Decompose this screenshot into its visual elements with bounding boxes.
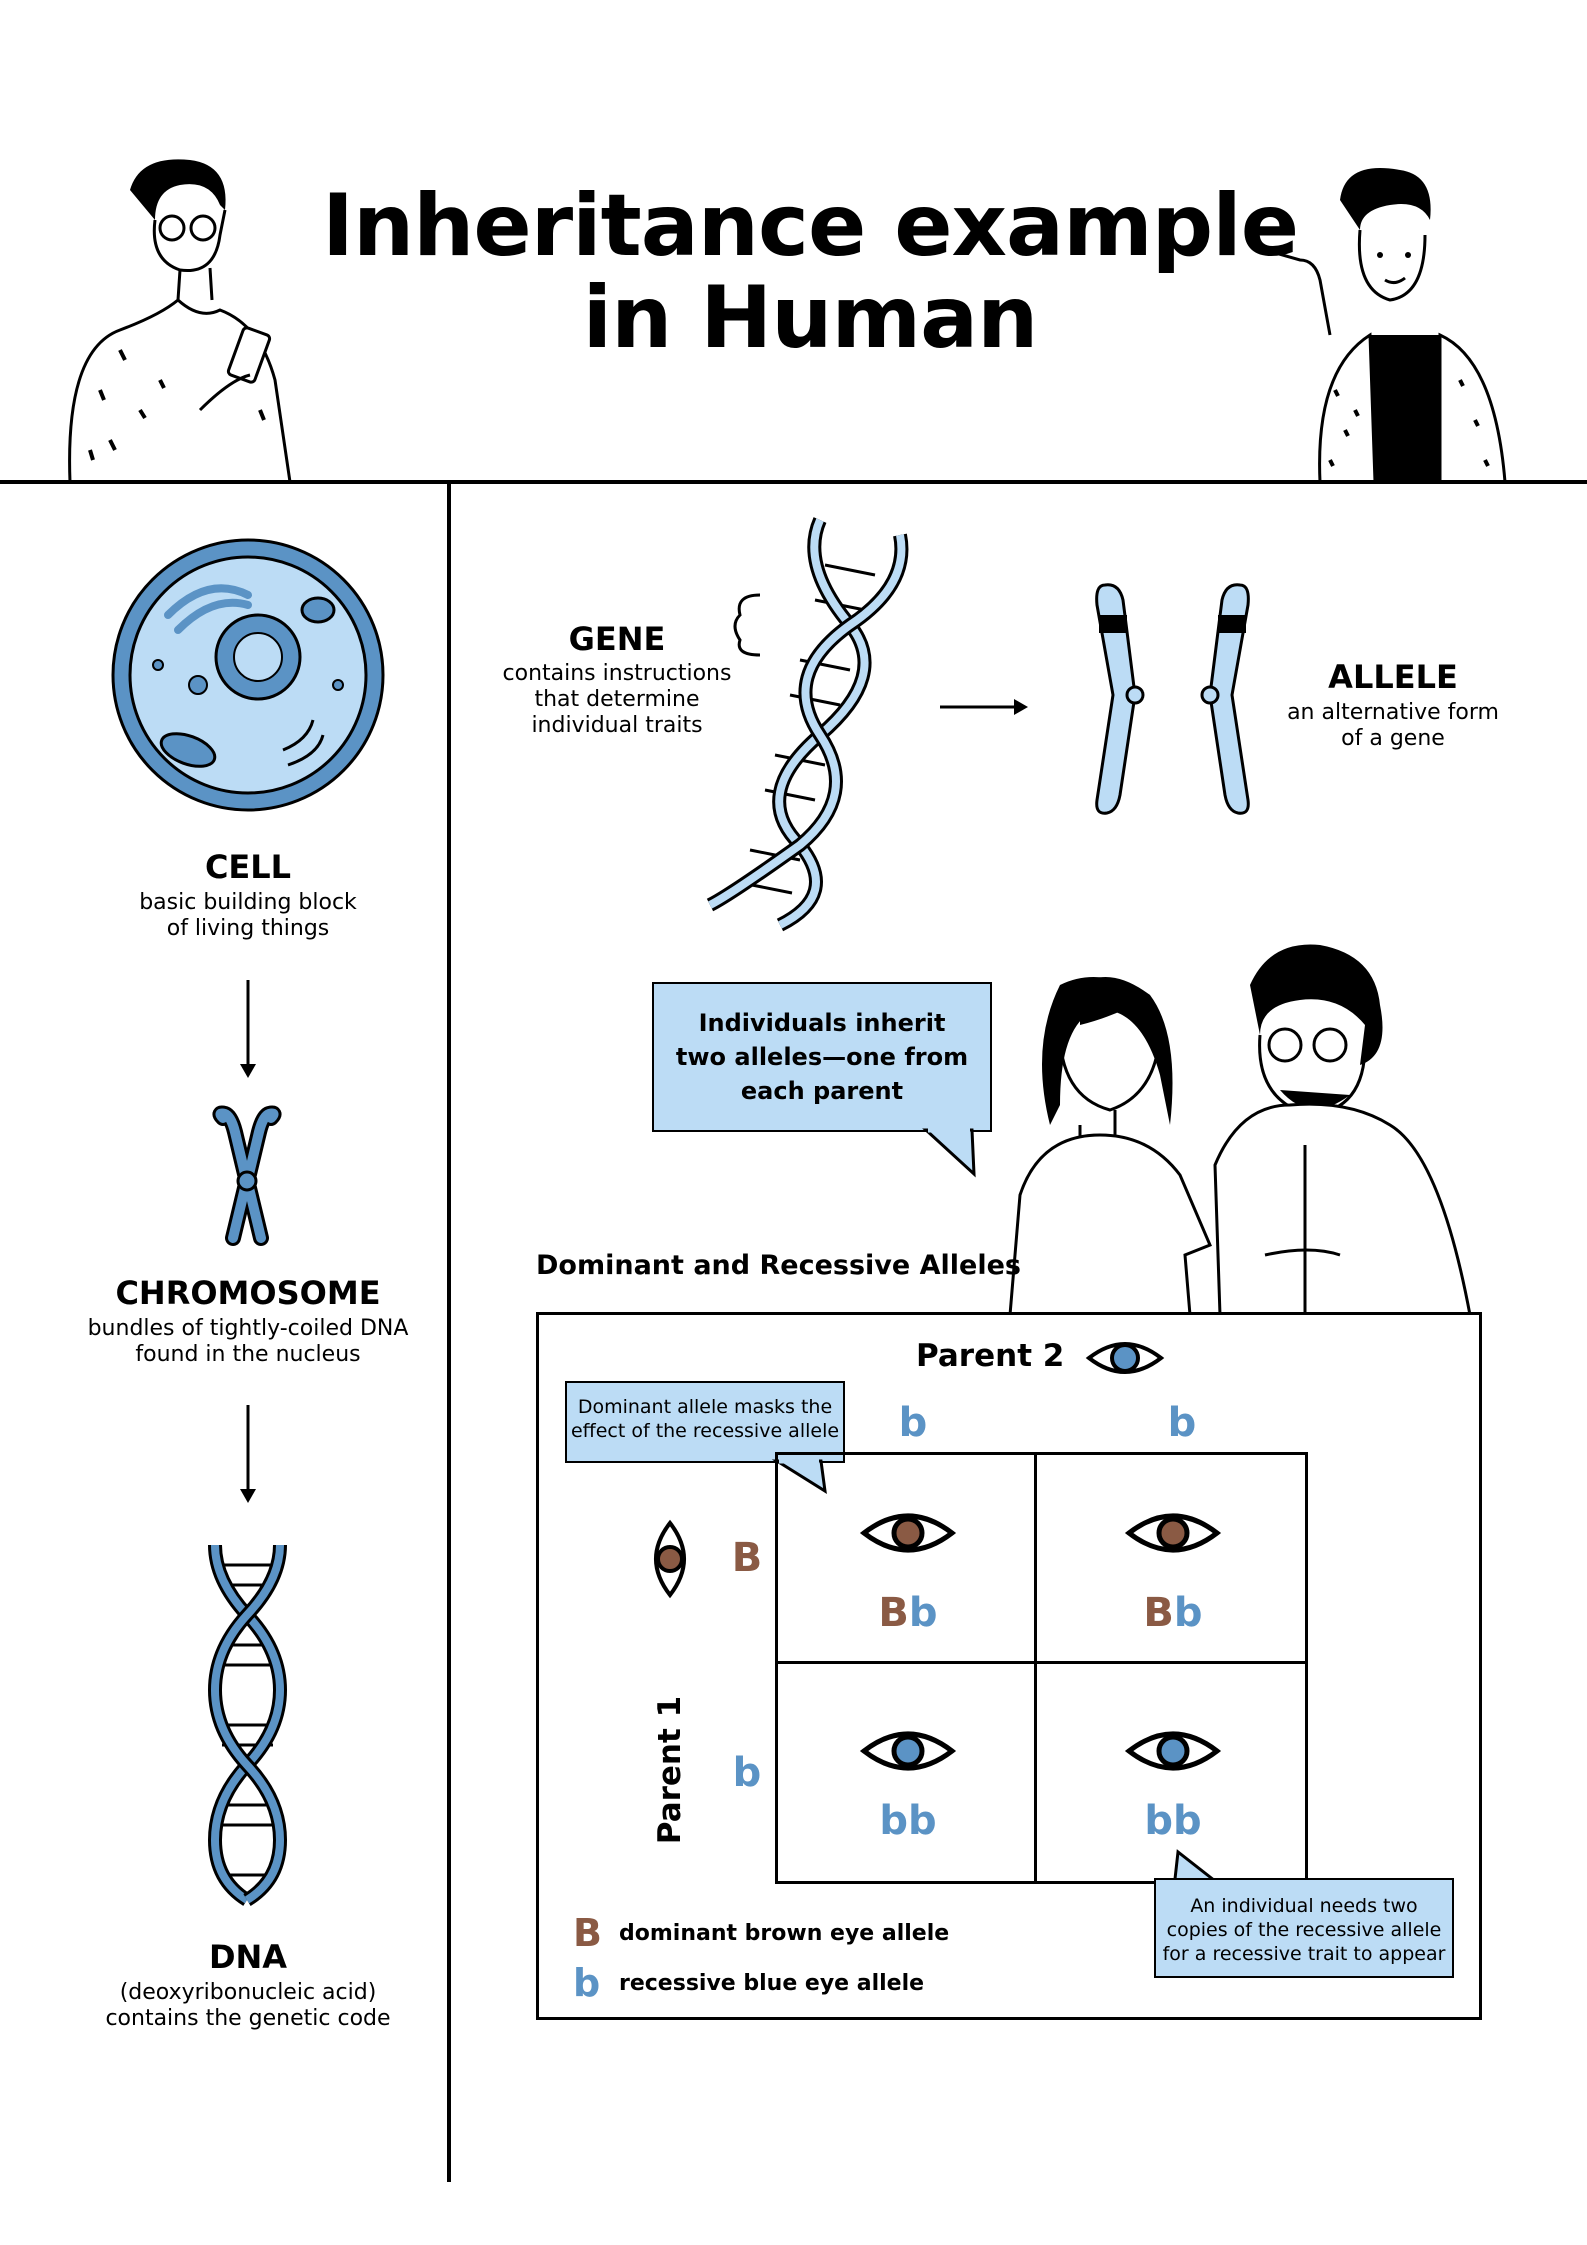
brown-eye-icon <box>1124 1513 1222 1553</box>
dominant-note-line: effect of the recessive allele <box>570 1420 840 1442</box>
brown-eye-icon <box>654 1519 686 1599</box>
allele-description: an alternative form of a gene <box>1273 700 1513 752</box>
dna-description: (deoxyribonucleic acid) contains the gen… <box>88 1980 408 2032</box>
blue-eye-icon <box>1124 1731 1222 1771</box>
genotype-recessive: bb <box>1144 1798 1202 1844</box>
punnett-grid-divider <box>1034 1452 1037 1884</box>
parent1-allele-1: B <box>731 1535 763 1581</box>
legend-symbol: B <box>573 1911 602 1955</box>
down-arrow-icon <box>240 1405 256 1503</box>
punnett-heading: Dominant and Recessive Alleles <box>536 1250 1021 1281</box>
genotype-recessive: bb <box>879 1798 937 1844</box>
chromosome-desc-line: found in the nucleus <box>135 1342 361 1367</box>
down-arrow-icon <box>240 980 256 1078</box>
speech-bubble-tail <box>771 1458 827 1494</box>
allele-desc-line: of a gene <box>1341 726 1445 751</box>
parent1-label-wrap: Parent 1 <box>640 1696 700 1844</box>
gene-label: GENE <box>568 620 666 658</box>
two-people-illustration <box>1008 944 1472 1316</box>
inherit-bubble-line: Individuals inherit <box>698 1009 946 1037</box>
inherit-bubble-line: two alleles—one from <box>675 1043 969 1071</box>
cell-desc-line: basic building block <box>139 890 357 915</box>
parent1-label: Parent 1 <box>652 1695 688 1845</box>
chromosome-desc-line: bundles of tightly-coiled DNA <box>87 1316 409 1341</box>
legend-symbol: b <box>573 1961 601 2005</box>
title-text: Inheritance example in Human <box>321 176 1299 368</box>
genotype-recessive: b <box>1173 1590 1203 1636</box>
vertical-divider <box>447 482 451 2182</box>
allele-label: ALLELE <box>1328 658 1458 696</box>
genotype-dominant: B <box>878 1590 909 1636</box>
parent2-allele-1: b <box>898 1400 928 1446</box>
dna-desc-line: (deoxyribonucleic acid) <box>119 1980 377 2005</box>
gene-desc-line: individual traits <box>531 713 703 738</box>
cell-illustration <box>111 538 385 812</box>
gene-desc-line: that determine <box>534 687 700 712</box>
legend-text: dominant brown eye allele <box>619 1920 950 1946</box>
genotype-cell-3: bb <box>848 1798 968 1844</box>
dna-helix-illustration <box>207 1544 288 1906</box>
cell-description: basic building block of living things <box>98 890 398 942</box>
blue-eye-icon <box>1085 1342 1165 1374</box>
genotype-cell-1: Bb <box>848 1590 968 1636</box>
genotype-cell-2: Bb <box>1113 1590 1233 1636</box>
dna-label: DNA <box>208 1938 288 1976</box>
chromosome-description: bundles of tightly-coiled DNA found in t… <box>68 1316 428 1368</box>
inherit-bubble-line: each parent <box>740 1077 904 1105</box>
horizontal-divider <box>0 480 1587 484</box>
allele-legend: B dominant brown eye allele b recessive … <box>573 1908 993 2008</box>
inherit-speech-bubble: Individuals inherit two alleles—one from… <box>652 982 992 1132</box>
cell-label: CELL <box>204 848 292 886</box>
punnett-grid <box>775 1452 1308 1884</box>
legend-text: recessive blue eye allele <box>619 1970 925 1996</box>
parent2-label: Parent 2 <box>916 1338 1065 1374</box>
allele-desc-line: an alternative form <box>1287 700 1499 725</box>
chromosome-label: CHROMOSOME <box>115 1274 381 1312</box>
gene-desc-line: contains instructions <box>502 661 732 686</box>
parent2-allele-2: b <box>1167 1400 1197 1446</box>
genotype-recessive: b <box>908 1590 938 1636</box>
punnett-grid-divider <box>775 1661 1308 1664</box>
person-with-phone-illustration <box>68 159 292 483</box>
brown-eye-icon <box>859 1513 957 1553</box>
person-pointing-illustration <box>1264 168 1507 484</box>
genotype-dominant: B <box>1143 1590 1174 1636</box>
speech-bubble-tail <box>922 1127 976 1178</box>
legend-item: B dominant brown eye allele <box>573 1908 993 1958</box>
recessive-note-bubble: An individual needs two copies of the re… <box>1154 1878 1454 1978</box>
genotype-cell-4: bb <box>1113 1798 1233 1844</box>
dominant-note-line: Dominant allele masks the <box>577 1396 833 1418</box>
allele-chromosome-illustration <box>1095 583 1250 815</box>
dominant-note-bubble: Dominant allele masks the effect of the … <box>565 1381 845 1463</box>
recessive-note-line: copies of the recessive allele <box>1166 1919 1442 1941</box>
gene-dna-illustration <box>706 517 909 932</box>
page-title: Inheritance example in Human <box>300 180 1320 364</box>
dna-desc-line: contains the genetic code <box>105 2006 391 2031</box>
parent1-allele-2: b <box>732 1750 762 1796</box>
cell-desc-line: of living things <box>166 916 330 941</box>
recessive-note-line: for a recessive trait to appear <box>1162 1943 1446 1965</box>
blue-eye-icon <box>859 1731 957 1771</box>
right-arrow-icon <box>940 699 1028 715</box>
chromosome-illustration <box>212 1105 282 1246</box>
recessive-note-line: An individual needs two <box>1190 1895 1418 1917</box>
gene-description: contains instructions that determine ind… <box>492 661 742 739</box>
legend-item: b recessive blue eye allele <box>573 1958 993 2008</box>
